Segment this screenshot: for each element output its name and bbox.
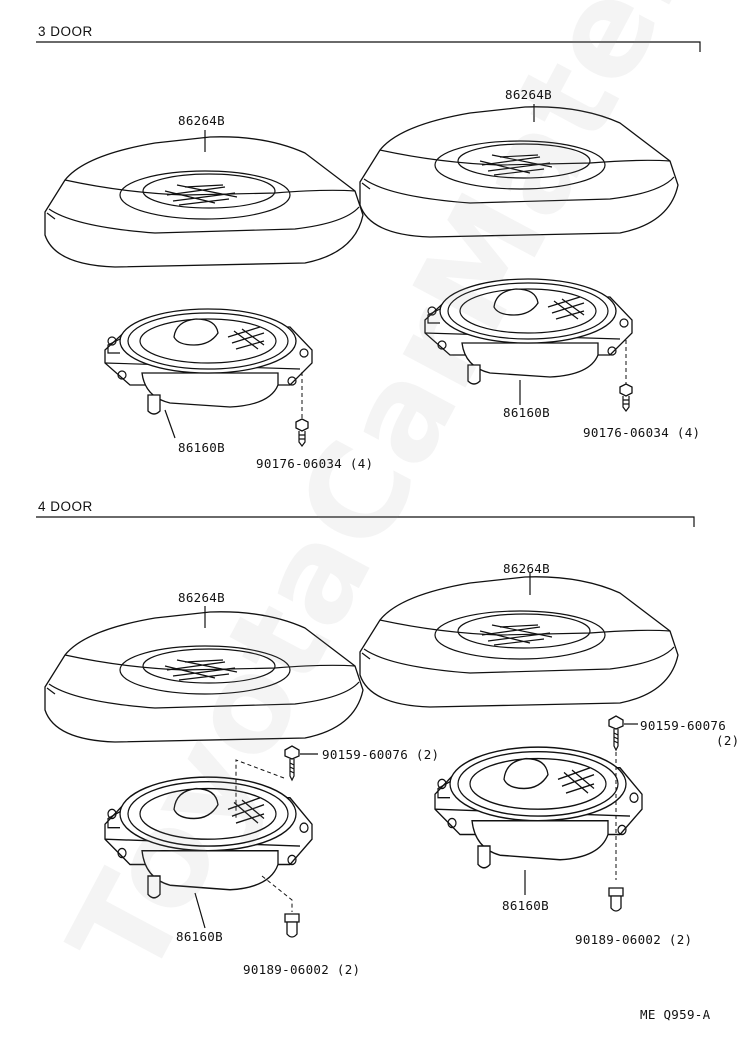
label-screw-3door-right: 90176-06034 (4): [583, 425, 701, 440]
figure-code: ME Q959-A: [640, 1007, 711, 1022]
nut-4door-left: [284, 913, 300, 938]
label-grille-3door-left: 86264B: [178, 113, 225, 128]
section-title-3door: 3 DOOR: [38, 24, 93, 39]
label-grille-4door-left: 86264B: [178, 590, 225, 605]
screw-3door-left: [295, 418, 309, 447]
label-speaker-3door-left: 86160B: [178, 440, 225, 455]
label-bolt-4door-right: 90159-60076: [640, 718, 727, 733]
grille-3door-left: [44, 136, 364, 268]
speaker-4door-right: [434, 746, 643, 869]
label-grille-4door-right: 86264B: [503, 561, 550, 576]
section-rule-4door: [36, 516, 695, 527]
label-grille-3door-right: 86264B: [505, 87, 552, 102]
label-speaker-4door-left: 86160B: [176, 929, 223, 944]
label-bolt-4door-left: 90159-60076 (2): [322, 747, 440, 762]
speaker-4door-left: [104, 776, 313, 899]
label-nut-4door-left: 90189-06002 (2): [243, 962, 361, 977]
speaker-3door-left: [104, 308, 313, 415]
label-bolt-qty-4door-right: (2): [716, 733, 740, 748]
label-speaker-3door-right: 86160B: [503, 405, 550, 420]
section-title-4door: 4 DOOR: [38, 499, 93, 514]
grille-4door-left: [44, 611, 364, 743]
bolt-4door-right: [608, 715, 624, 751]
nut-4door-right: [608, 887, 624, 912]
grille-3door-right: [359, 106, 679, 238]
bolt-4door-left: [284, 745, 300, 781]
section-rule-3door: [36, 41, 701, 52]
label-screw-3door-left: 90176-06034 (4): [256, 456, 374, 471]
speaker-3door-right: [424, 278, 633, 385]
label-nut-4door-right: 90189-06002 (2): [575, 932, 693, 947]
label-speaker-4door-right: 86160B: [502, 898, 549, 913]
screw-3door-right: [619, 383, 633, 412]
grille-4door-right: [359, 576, 679, 708]
